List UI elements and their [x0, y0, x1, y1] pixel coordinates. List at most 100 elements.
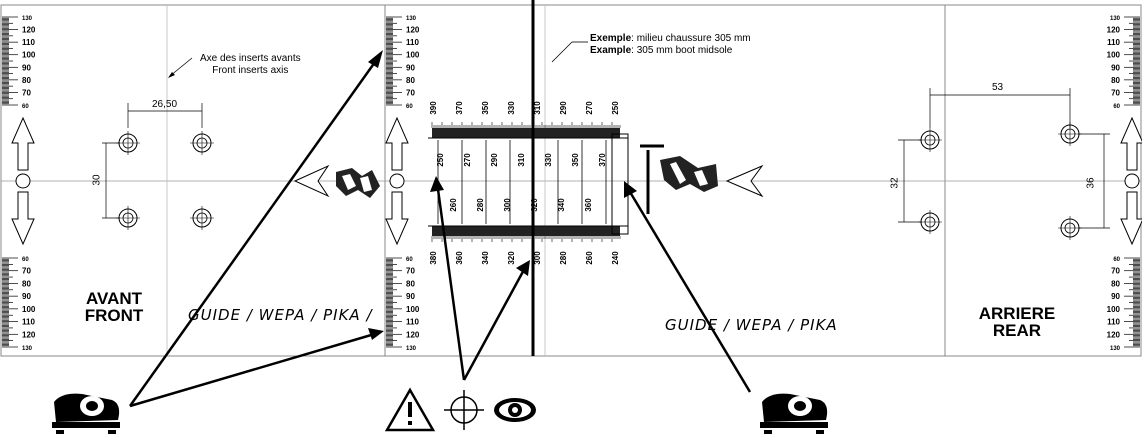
front-dimensions: [102, 103, 203, 219]
leader-arrowhead: [168, 72, 175, 78]
left-bottom-scale-tick-label: 80: [22, 279, 31, 288]
right-top-scale-tick-label: 60: [1113, 104, 1120, 110]
boot-scale-top-label: 350: [481, 101, 490, 115]
left-bottom-scale-tick-label: 60: [22, 257, 29, 263]
brand-guide-center: GUIDE / WEPA / PIKA: [665, 316, 838, 334]
center-top-scale-tick-label: 130: [406, 16, 417, 22]
right-top-scale-tick-label: 90: [1111, 63, 1120, 72]
front-text: FRONT: [84, 306, 144, 325]
example-fr-rest: : milieu chaussure 305 mm: [631, 33, 751, 44]
boot-scale-upper-label: 290: [490, 153, 499, 167]
right-bottom-scale-tick-label: 90: [1111, 292, 1120, 301]
center-top-scale-tick-label: 60: [406, 104, 413, 110]
left-top-scale-tick-label: 130: [22, 16, 33, 22]
right-top-scale-tick-label: 80: [1111, 76, 1120, 85]
right-bottom-scale-tick-label: 110: [1107, 318, 1120, 327]
direction-arrow-left: [293, 164, 330, 198]
center-bottom-scale-tick-label: 130: [406, 346, 417, 352]
front-axis-note: Axe des inserts avants Front inserts axi…: [200, 54, 301, 76]
boot-scale-bottom-label: 240: [611, 251, 620, 265]
center-top-scale-tick-label: 70: [406, 88, 415, 97]
front-label: AVANT FRONT: [64, 290, 164, 324]
rear-dimensions: [898, 88, 1110, 229]
boot-scale-upper-label: 310: [517, 153, 526, 167]
center-bottom-scale-tick-label: 120: [406, 330, 420, 339]
center-bottom-scale-tick-label: 60: [406, 257, 413, 263]
boot-scale-top-label: 330: [507, 101, 516, 115]
boot-scale-upper-label: 250: [436, 153, 445, 167]
left-panel: [0, 4, 386, 357]
center-bottom-scale-tick-label: 80: [406, 279, 415, 288]
left-top-scale-tick-label: 100: [22, 51, 36, 60]
boot-scale-upper-label: 350: [571, 153, 580, 167]
center-top-scale-tick-label: 90: [406, 63, 415, 72]
example-en-bold: Example: [590, 45, 632, 56]
left-top-scale-tick-label: 90: [22, 63, 31, 72]
left-top-scale-tick-label: 70: [22, 88, 31, 97]
boot-scale-top-label: 370: [455, 101, 464, 115]
example-note: Exemple: milieu chaussure 305 mm Example…: [590, 34, 751, 56]
dim-front-height: 30: [91, 174, 103, 186]
brand-guide-left: GUIDE / WEPA / PIKA /: [188, 306, 373, 324]
boot-scale-lower-label: 360: [584, 198, 593, 212]
boot-scale-upper-label: 370: [598, 153, 607, 167]
right-top-scale-tick-label: 110: [1107, 38, 1120, 47]
right-bottom-scale-tick-label: 80: [1111, 279, 1120, 288]
boot-scale-lower-label: 260: [449, 198, 458, 212]
left-bottom-scale-tick-label: 110: [22, 318, 35, 327]
avant-text: AVANT: [85, 289, 143, 308]
left-top-scale-tick-label: 80: [22, 76, 31, 85]
right-bottom-scale-tick-label: 100: [1107, 305, 1121, 314]
warning-icon: [384, 387, 436, 432]
left-bottom-scale-tick-label: 100: [22, 305, 36, 314]
boot-scale-top-label: 270: [585, 101, 594, 115]
arriere-text: ARRIERE: [978, 304, 1056, 323]
tape-dispenser-icon: [52, 393, 120, 434]
center-left-centering-arrows: [385, 116, 409, 246]
boot-scale-upper-label: 330: [544, 153, 553, 167]
boot-scale-bottom-label: 340: [481, 251, 490, 265]
tape-dispenser-icon-right: [760, 393, 828, 434]
left-bottom-scale-tick-label: 90: [22, 292, 31, 301]
boot-scale-bottom-label: 260: [585, 251, 594, 265]
example-fr: Exemple: milieu chaussure 305 mm: [590, 34, 751, 44]
direction-arrow-right: [725, 164, 764, 198]
boot-scale-top-label: 290: [559, 101, 568, 115]
center-top-scale-tick-label: 80: [406, 76, 415, 85]
right-top-scale-tick-label: 120: [1107, 26, 1121, 35]
boot-scale-bottom-label: 280: [559, 251, 568, 265]
left-top-scale-tick-label: 60: [22, 104, 29, 110]
mount-marks: [116, 122, 1082, 240]
center-bottom-scale-tick-label: 90: [406, 292, 415, 301]
dim-rear-width: 53: [992, 82, 1004, 93]
left-bottom-scale-tick-label: 70: [22, 267, 31, 276]
example-en: Example: 305 mm boot midsole: [590, 46, 751, 56]
boot-scale-lower-label: 300: [503, 198, 512, 212]
left-centering-arrows: [11, 116, 35, 246]
center-top-scale-tick-label: 100: [406, 51, 420, 60]
zebra-decoration-right: [640, 144, 718, 214]
dim-rear-left-height: 32: [889, 177, 901, 189]
example-en-rest: : 305 mm boot midsole: [631, 45, 733, 56]
right-panel: [944, 4, 1142, 357]
example-leader: [551, 41, 573, 63]
eye-icon: [494, 398, 536, 422]
center-bottom-scale-tick-label: 70: [406, 267, 415, 276]
dim-rear-right-height: 36: [1085, 177, 1097, 189]
right-bottom-scale-tick-label: 60: [1113, 257, 1120, 263]
right-bottom-scale-tick-label: 120: [1107, 330, 1121, 339]
right-centering-arrows: [1120, 116, 1142, 246]
center-bottom-scale-tick-label: 110: [406, 318, 419, 327]
boot-scale-bottom-label: 300: [533, 251, 542, 265]
dim-front-width: 26,50: [152, 99, 178, 110]
right-top-scale-tick-label: 70: [1111, 88, 1120, 97]
rear-text: REAR: [992, 321, 1042, 340]
pointer-arrows: [128, 50, 752, 408]
example-fr-bold: Exemple: [590, 33, 632, 44]
center-top-scale-tick-label: 120: [406, 26, 420, 35]
boot-length-scale: [428, 128, 629, 236]
right-top-scale-tick-label: 100: [1107, 51, 1121, 60]
right-bottom-scale-tick-label: 70: [1111, 267, 1120, 276]
boot-scale-lower-label: 280: [476, 198, 485, 212]
crosshair-icon: [444, 390, 484, 430]
